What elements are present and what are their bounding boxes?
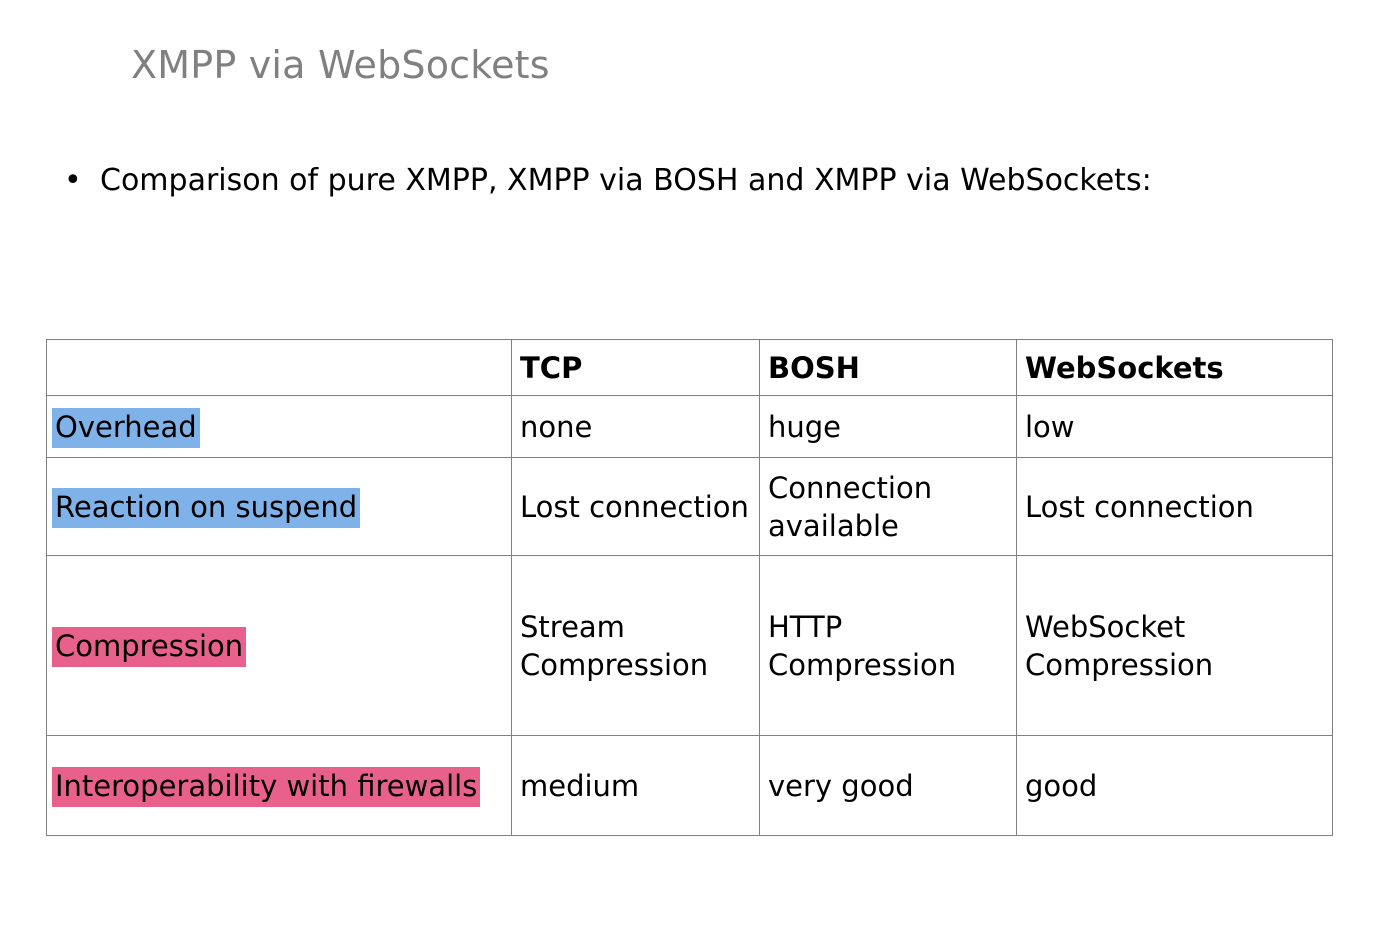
- bullet-marker-icon: •: [64, 163, 82, 198]
- table-row: Interoperability with firewalls medium v…: [46, 735, 1333, 836]
- table-cell-websockets: Lost connection: [1016, 457, 1333, 556]
- comparison-table-container: TCP BOSH WebSockets Overhead none huge l…: [46, 339, 1333, 836]
- table-cell-label: Overhead: [46, 395, 512, 458]
- comparison-table: TCP BOSH WebSockets Overhead none huge l…: [46, 339, 1333, 836]
- table-cell-label: Compression: [46, 555, 512, 736]
- bullet-list: • Comparison of pure XMPP, XMPP via BOSH…: [55, 160, 1175, 202]
- table-header-row: TCP BOSH WebSockets: [46, 339, 1333, 396]
- bullet-text: Comparison of pure XMPP, XMPP via BOSH a…: [100, 163, 1152, 198]
- table-header-cell-websockets: WebSockets: [1016, 339, 1333, 396]
- table-cell-websockets: WebSocket Compression: [1016, 555, 1333, 736]
- table-cell-label: Interoperability with firewalls: [46, 735, 512, 836]
- row-label-highlight: Interoperability with firewalls: [52, 766, 481, 807]
- table-cell-bosh: very good: [759, 735, 1017, 836]
- table-row: Compression Stream Compression HTTP Comp…: [46, 555, 1333, 736]
- table-header-cell-tcp: TCP: [511, 339, 760, 396]
- table-cell-websockets: good: [1016, 735, 1333, 836]
- table-cell-bosh: Connection available: [759, 457, 1017, 556]
- table-header-cell-empty: [46, 339, 512, 396]
- row-label-highlight: Compression: [52, 626, 247, 667]
- row-label-highlight: Overhead: [52, 407, 200, 448]
- list-item: • Comparison of pure XMPP, XMPP via BOSH…: [55, 160, 1175, 202]
- table-row: Overhead none huge low: [46, 395, 1333, 458]
- table-cell-tcp: medium: [511, 735, 760, 836]
- table-cell-tcp: none: [511, 395, 760, 458]
- table-cell-tcp: Lost connection: [511, 457, 760, 556]
- row-label-highlight: Reaction on suspend: [52, 487, 361, 528]
- table-cell-label: Reaction on suspend: [46, 457, 512, 556]
- table-header-cell-bosh: BOSH: [759, 339, 1017, 396]
- table-cell-bosh: huge: [759, 395, 1017, 458]
- page-title: XMPP via WebSockets: [131, 43, 550, 87]
- table-cell-tcp: Stream Compression: [511, 555, 760, 736]
- table-row: Reaction on suspend Lost connection Conn…: [46, 457, 1333, 556]
- table-cell-websockets: low: [1016, 395, 1333, 458]
- table-cell-bosh: HTTP Compression: [759, 555, 1017, 736]
